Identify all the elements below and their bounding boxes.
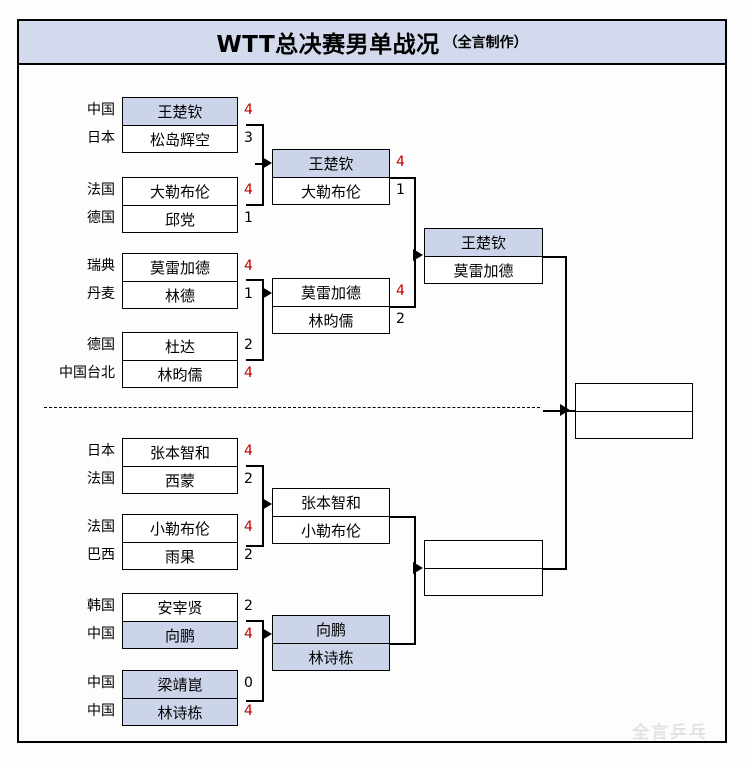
connector-arrow bbox=[262, 157, 272, 169]
r16-score: 4 bbox=[244, 182, 253, 198]
qf-slot[interactable]: 莫雷加德 bbox=[272, 278, 390, 306]
connector-arrow bbox=[262, 498, 272, 510]
r16-slot[interactable]: 林诗栋 bbox=[122, 698, 238, 726]
sf-slot[interactable] bbox=[424, 568, 543, 596]
r16-score: 4 bbox=[244, 703, 253, 719]
final-slot[interactable] bbox=[575, 411, 693, 439]
qf-score bbox=[396, 615, 412, 642]
final-score bbox=[699, 411, 715, 438]
r16-slot[interactable]: 林德 bbox=[122, 281, 238, 309]
qf-slot[interactable]: 林诗栋 bbox=[272, 643, 390, 671]
country-label: 丹麦 bbox=[87, 286, 115, 302]
country-label: 法国 bbox=[87, 519, 115, 535]
country-label: 巴西 bbox=[87, 547, 115, 563]
sf-score bbox=[549, 540, 565, 567]
r16-slot[interactable]: 小勒布伦 bbox=[122, 514, 238, 542]
r16-score: 4 bbox=[244, 365, 253, 381]
country-label: 韩国 bbox=[87, 598, 115, 614]
final-slot[interactable] bbox=[575, 383, 693, 411]
page-title: WTT总决赛男单战况 bbox=[216, 32, 440, 58]
qf-slot[interactable]: 大勒布伦 bbox=[272, 177, 390, 205]
country-label: 日本 bbox=[87, 443, 115, 459]
watermark: 全言乒乓 bbox=[632, 723, 708, 743]
sf-score bbox=[549, 228, 565, 255]
qf-slot[interactable]: 王楚钦 bbox=[272, 149, 390, 177]
r16-score: 3 bbox=[244, 130, 253, 146]
r16-score: 2 bbox=[244, 547, 253, 563]
r16-slot[interactable]: 张本智和 bbox=[122, 438, 238, 466]
country-label: 中国 bbox=[87, 675, 115, 691]
r16-slot[interactable]: 梁靖崑 bbox=[122, 670, 238, 698]
connector-arrow bbox=[413, 562, 423, 574]
connector-arrow bbox=[262, 287, 272, 299]
qf-score: 4 bbox=[396, 154, 405, 170]
r16-slot[interactable]: 安宰贤 bbox=[122, 593, 238, 621]
qf-score: 4 bbox=[396, 283, 405, 299]
sf-slot[interactable]: 王楚钦 bbox=[424, 228, 543, 256]
page-subtitle: （全言制作） bbox=[443, 35, 528, 51]
r16-score: 4 bbox=[244, 258, 253, 274]
country-label: 中国台北 bbox=[59, 365, 115, 381]
country-label: 德国 bbox=[87, 337, 115, 353]
qf-slot[interactable]: 向鹏 bbox=[272, 615, 390, 643]
r16-slot[interactable]: 杜达 bbox=[122, 332, 238, 360]
r16-slot[interactable]: 向鹏 bbox=[122, 621, 238, 649]
r16-score: 4 bbox=[244, 102, 253, 118]
qf-score bbox=[396, 488, 412, 515]
r16-score: 2 bbox=[244, 337, 253, 353]
sf-slot[interactable]: 莫雷加德 bbox=[424, 256, 543, 284]
country-label: 中国 bbox=[87, 102, 115, 118]
r16-score: 1 bbox=[244, 210, 253, 226]
qf-score bbox=[396, 643, 412, 670]
sf-slot[interactable] bbox=[424, 540, 543, 568]
final-score bbox=[699, 383, 715, 410]
r16-slot[interactable]: 王楚钦 bbox=[122, 97, 238, 125]
r16-slot[interactable]: 雨果 bbox=[122, 542, 238, 570]
r16-score: 4 bbox=[244, 626, 253, 642]
qf-score: 2 bbox=[396, 311, 405, 327]
qf-slot[interactable]: 张本智和 bbox=[272, 488, 390, 516]
r16-slot[interactable]: 松岛辉空 bbox=[122, 125, 238, 153]
qf-slot[interactable]: 小勒布伦 bbox=[272, 516, 390, 544]
r16-score: 4 bbox=[244, 443, 253, 459]
r16-slot[interactable]: 大勒布伦 bbox=[122, 177, 238, 205]
qf-score: 1 bbox=[396, 182, 405, 198]
r16-score: 2 bbox=[244, 598, 253, 614]
country-label: 中国 bbox=[87, 703, 115, 719]
country-label: 中国 bbox=[87, 626, 115, 642]
r16-slot[interactable]: 西蒙 bbox=[122, 466, 238, 494]
half-divider bbox=[44, 407, 540, 408]
title-bar: WTT总决赛男单战况 （全言制作） bbox=[17, 19, 727, 65]
sf-score bbox=[549, 568, 565, 595]
country-label: 日本 bbox=[87, 130, 115, 146]
sf-score bbox=[549, 256, 565, 283]
r16-slot[interactable]: 莫雷加德 bbox=[122, 253, 238, 281]
r16-score: 1 bbox=[244, 286, 253, 302]
r16-slot[interactable]: 林昀儒 bbox=[122, 360, 238, 388]
qf-score bbox=[396, 516, 412, 543]
r16-slot[interactable]: 邱党 bbox=[122, 205, 238, 233]
connector-arrow bbox=[413, 249, 423, 261]
country-label: 法国 bbox=[87, 471, 115, 487]
qf-slot[interactable]: 林昀儒 bbox=[272, 306, 390, 334]
country-label: 德国 bbox=[87, 210, 115, 226]
r16-score: 0 bbox=[244, 675, 253, 691]
connector-arrow bbox=[262, 628, 272, 640]
country-label: 法国 bbox=[87, 182, 115, 198]
r16-score: 4 bbox=[244, 519, 253, 535]
country-label: 瑞典 bbox=[87, 258, 115, 274]
r16-score: 2 bbox=[244, 471, 253, 487]
